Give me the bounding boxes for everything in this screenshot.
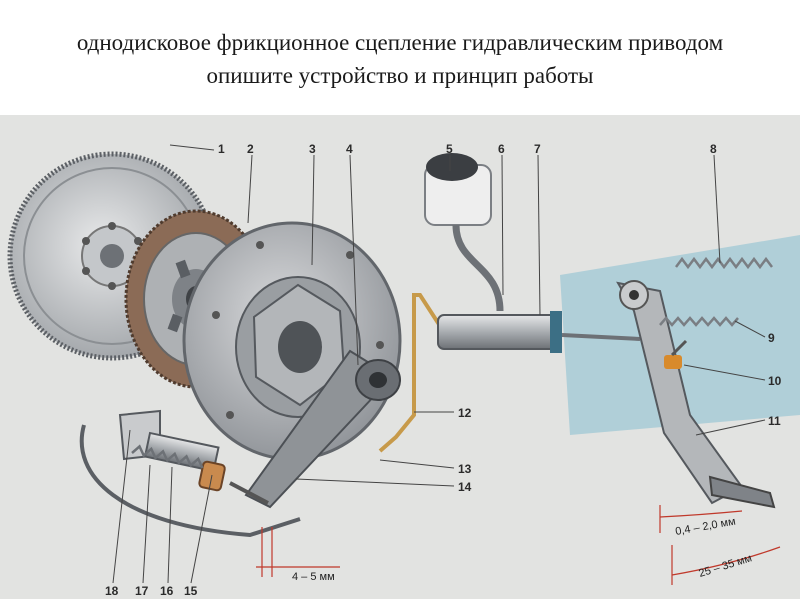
dimension-free-play-pedal: 0,4 – 2,0 мм	[674, 516, 736, 538]
dimension-pedal-travel: 25 – 35 мм	[697, 552, 753, 580]
master-cylinder	[424, 153, 641, 353]
callout-13: 13	[458, 462, 472, 476]
callout-18: 18	[105, 584, 119, 598]
return-spring	[675, 256, 773, 270]
callout-15: 15	[184, 584, 198, 598]
title-line-2: опишите устройство и принцип работы	[206, 63, 594, 88]
hydraulic-line	[378, 293, 444, 453]
clutch-diagram-svg: 1 2 3 4 5 6 7 8 9 10 11 12 13 14 15 16 1…	[7, 142, 800, 598]
callout-3: 3	[309, 142, 316, 156]
clutch-diagram: 1 2 3 4 5 6 7 8 9 10 11 12 13 14 15 16 1…	[0, 115, 800, 599]
title-line-1: однодисковое фрикционное сцепление гидра…	[76, 30, 724, 55]
leader-lines	[112, 144, 766, 584]
callout-6: 6	[498, 142, 505, 156]
callout-10: 10	[768, 374, 782, 388]
release-fork	[244, 349, 401, 509]
pedal-assembly	[616, 256, 776, 509]
callout-1: 1	[218, 142, 225, 156]
callout-12: 12	[458, 406, 472, 420]
callout-7: 7	[534, 142, 541, 156]
callout-14: 14	[458, 480, 472, 494]
callout-11: 11	[768, 414, 781, 428]
callout-5: 5	[446, 142, 453, 156]
dimension-free-play-fork: 4 – 5 мм	[292, 571, 335, 583]
dimension-lines	[256, 505, 781, 585]
assist-spring	[659, 316, 739, 327]
callout-4: 4	[346, 142, 353, 156]
slave-spring	[131, 444, 204, 469]
page-title: однодисковое фрикционное сцепление гидра…	[0, 26, 800, 92]
callout-8: 8	[710, 142, 717, 156]
slave-cylinder	[79, 409, 301, 538]
callout-17: 17	[135, 584, 149, 598]
pressure-plate	[182, 221, 402, 461]
callout-9: 9	[768, 331, 775, 345]
callout-16: 16	[160, 584, 174, 598]
callout-2: 2	[247, 142, 254, 156]
